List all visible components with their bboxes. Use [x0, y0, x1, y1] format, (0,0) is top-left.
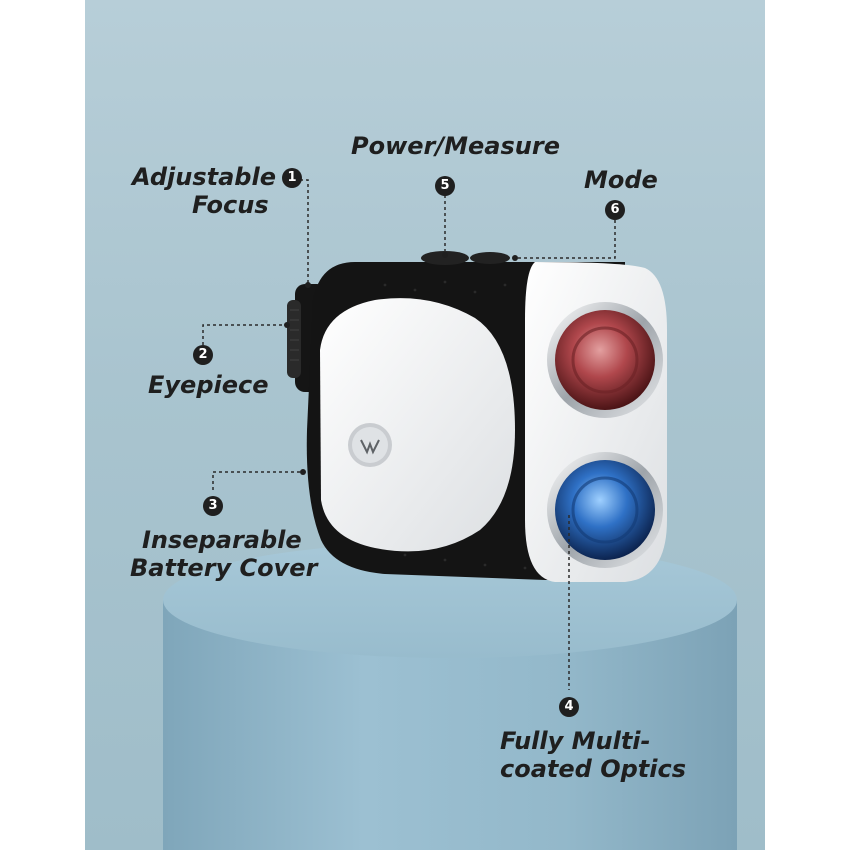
label-line: coated Optics: [500, 755, 686, 783]
leader-dots: [284, 252, 518, 475]
callout-number-6: 6: [605, 200, 625, 220]
callout-number-2: 2: [193, 345, 213, 365]
callout-label-battery-cover: Inseparable Battery Cover: [130, 526, 317, 582]
focus-ring: [287, 300, 301, 378]
callout-label-adjustable-focus: Adjustable Focus: [132, 163, 276, 219]
callout-label-optics: Fully Multi- coated Optics: [500, 727, 686, 783]
callout-label-eyepiece: Eyepiece: [148, 371, 269, 399]
label-line: Battery Cover: [130, 554, 318, 582]
product-photo-scene: Adjustable Focus 1 2 Eyepiece 3 Insepara…: [85, 0, 765, 850]
label-line: Fully Multi-: [500, 727, 651, 755]
brand-logo: [360, 439, 380, 455]
label-line: Adjustable: [132, 163, 276, 191]
lens-top: [555, 310, 655, 410]
focus-ring-ridges: [290, 309, 299, 361]
callout-number-1: 1: [282, 168, 302, 188]
callout-number-4: 4: [559, 697, 579, 717]
callout-number-3: 3: [203, 496, 223, 516]
label-line: Focus: [192, 191, 269, 219]
callout-number-5: 5: [435, 176, 455, 196]
lens-bottom: [555, 460, 655, 560]
side-panel: [320, 298, 515, 552]
leader-lines: [202, 179, 616, 690]
label-line: Inseparable: [142, 526, 302, 554]
rangefinder-illustration: [163, 179, 737, 850]
mode-button: [470, 252, 510, 264]
callout-label-mode: Mode: [584, 166, 658, 194]
callout-label-power-measure: Power/Measure: [351, 132, 560, 160]
